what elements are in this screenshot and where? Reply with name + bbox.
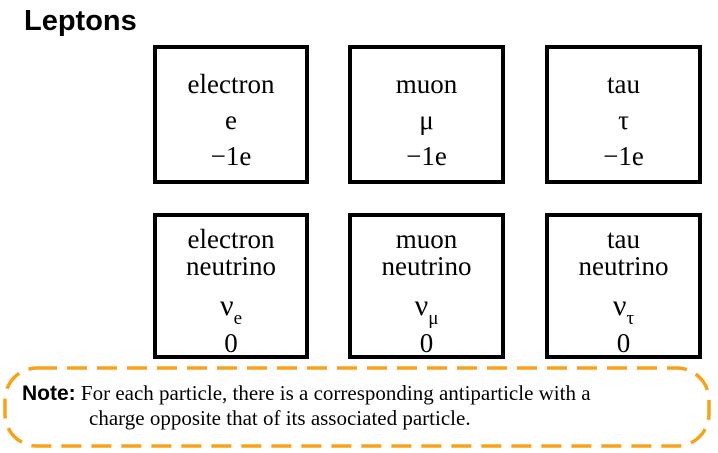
particle-name-line2: neutrino <box>186 251 276 281</box>
note: Note: For each particle, there is a corr… <box>22 381 702 431</box>
particle-name-line2: neutrino <box>578 251 669 281</box>
page-title: Leptons <box>24 5 137 37</box>
particle-box-muon: muon μ −1e <box>348 45 505 184</box>
note-text-line1: For each particle, there is a correspond… <box>80 381 591 405</box>
note-frame <box>3 366 711 448</box>
particle-name: muon <box>395 69 458 99</box>
particle-box-tau-neutrino: tau neutrino ντ 0 <box>545 213 702 359</box>
particle-name: tau <box>607 69 640 99</box>
particle-name: electron neutrino <box>157 226 305 280</box>
particle-name-line1: electron <box>187 224 275 254</box>
particle-charge: −1e <box>603 141 644 171</box>
symbol-subscript: μ <box>428 308 439 329</box>
note-label: Note: <box>22 382 76 405</box>
particle-symbol: μ <box>419 105 434 135</box>
particle-name: electron <box>187 69 275 99</box>
note-text-line2: charge opposite that of its associated p… <box>89 406 471 430</box>
particle-name-line1: tau <box>607 224 640 254</box>
particle-symbol: τ <box>618 105 629 135</box>
symbol-subscript: τ <box>626 308 635 329</box>
particle-box-electron: electron e −1e <box>153 45 309 184</box>
symbol-base: ν <box>612 289 627 322</box>
particle-name: muon neutrino <box>352 226 501 280</box>
particle-box-electron-neutrino: electron neutrino νe 0 <box>153 213 309 359</box>
particle-box-tau: tau τ −1e <box>545 45 702 184</box>
particle-name-line1: muon <box>395 224 458 254</box>
particle-charge: −1e <box>210 141 252 171</box>
particle-symbol: ντ <box>549 289 698 328</box>
particle-charge: 0 <box>616 328 631 358</box>
symbol-base: ν <box>414 289 429 322</box>
note-dashed-border <box>3 366 711 448</box>
particle-symbol: e <box>225 105 237 135</box>
symbol-subscript: e <box>233 308 242 329</box>
symbol-base: ν <box>219 289 234 322</box>
note-line1: Note: For each particle, there is a corr… <box>22 381 702 406</box>
particle-box-muon-neutrino: muon neutrino νμ 0 <box>348 213 505 359</box>
particle-name: tau neutrino <box>549 226 698 280</box>
particle-symbol: νe <box>157 289 305 328</box>
particle-charge: 0 <box>419 328 434 358</box>
particle-name-line2: neutrino <box>381 251 472 281</box>
particle-charge: −1e <box>406 141 447 171</box>
particle-symbol: νμ <box>352 289 501 328</box>
particle-charge: 0 <box>224 328 238 358</box>
